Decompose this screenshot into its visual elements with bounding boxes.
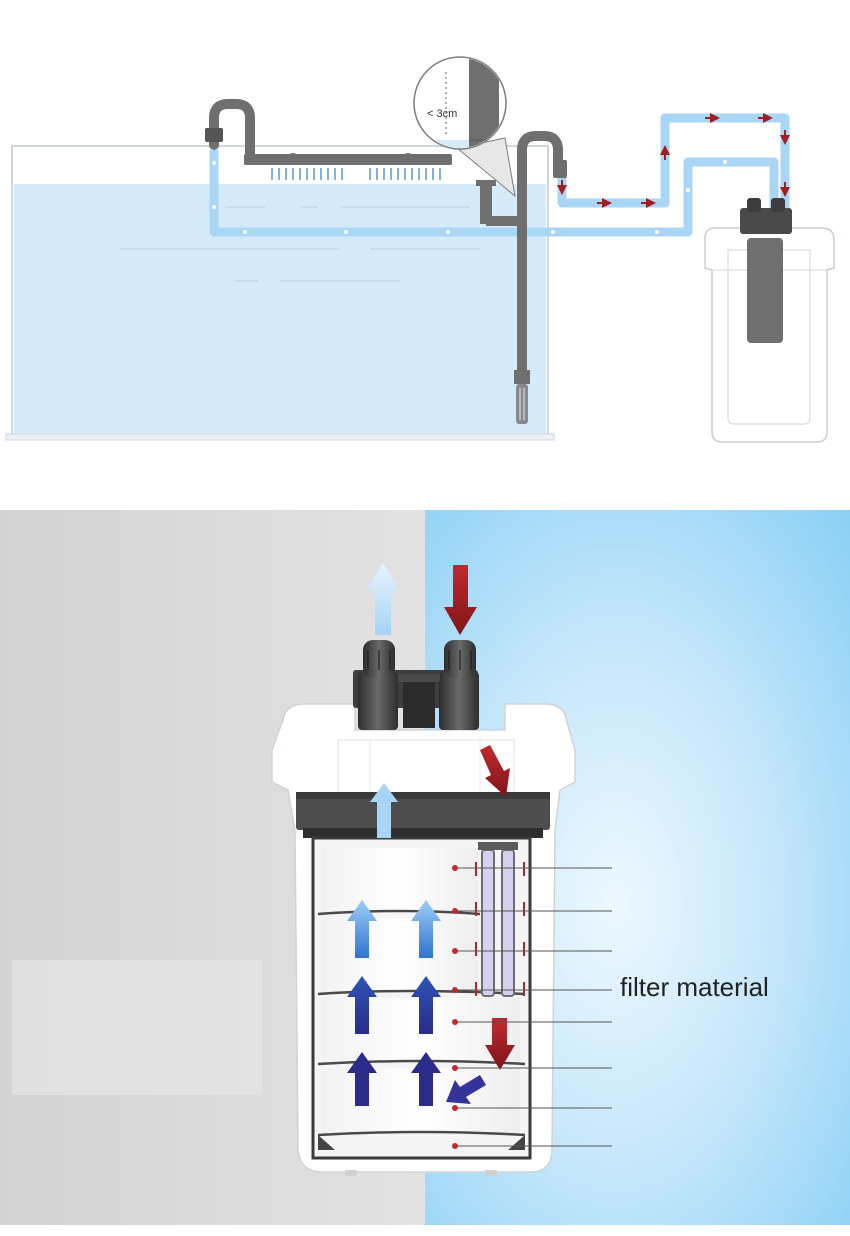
- upflow-arrows-middle-row: [347, 976, 441, 1034]
- upflow-arrows-top-row: [347, 900, 441, 958]
- upflow-arrows-bottom-row: [347, 1052, 486, 1106]
- filter-material-label: filter material: [620, 972, 769, 1002]
- outflow-arrow-outside: [367, 563, 399, 635]
- return-hose: [209, 150, 779, 237]
- installation-diagram: < 3cm: [0, 0, 850, 470]
- outflow-arrow-lid: [370, 783, 398, 838]
- inflow-arrow-outside: [444, 565, 477, 635]
- filter-cutaway-svg: filter material: [0, 510, 850, 1225]
- inflow-arrow-media: [485, 1018, 515, 1070]
- valve-knobs: [353, 640, 479, 730]
- spray-bar-streams: [271, 168, 441, 180]
- return-flow-markers: [212, 160, 755, 234]
- small-downflow-arrows: [475, 862, 525, 996]
- filter-cutaway-panel: filter material: [0, 510, 850, 1225]
- spray-bar-pipe: [205, 99, 452, 180]
- intake-flow-arrows: [557, 113, 790, 208]
- callout-lines: [455, 867, 612, 1147]
- water-gap-magnifier: < 3cm: [413, 56, 516, 198]
- callout-dots: [452, 865, 458, 1149]
- canister-filter-outline: [704, 198, 835, 443]
- aquarium-tank: [5, 145, 555, 441]
- inflow-arrow-lid: [480, 745, 510, 797]
- installation-diagram-svg: < 3cm: [5, 56, 835, 443]
- water-gap-label: < 3cm: [427, 108, 457, 120]
- intake-pipe: [476, 131, 567, 424]
